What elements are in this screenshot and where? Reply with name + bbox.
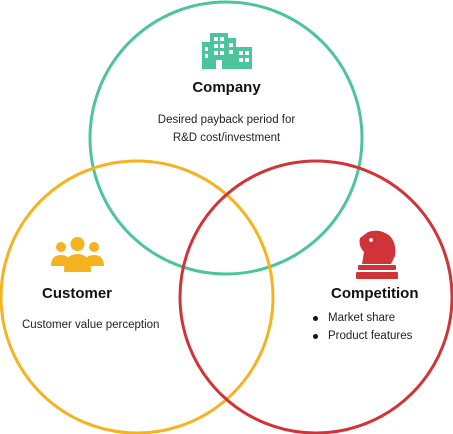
competition-circle <box>178 159 453 434</box>
company-circle <box>88 0 364 276</box>
customer-circle <box>0 159 275 434</box>
competition-list-item: Market share <box>313 309 412 327</box>
competition-title: Competition <box>331 285 419 302</box>
company-description-line: R&D cost/investment <box>172 132 281 144</box>
company-description-line: Desired payback period for <box>157 114 296 126</box>
chess-knight-icon <box>356 230 398 279</box>
company-description: Desired payback period for R&D cost/inve… <box>0 111 453 147</box>
competition-list-item: Product features <box>313 327 412 345</box>
building-icon <box>202 33 252 69</box>
competition-list: Market share Product features <box>313 309 412 345</box>
customer-description: Customer value perception <box>22 319 160 331</box>
customer-title: Customer <box>42 285 113 302</box>
company-title: Company <box>192 79 261 96</box>
people-icon <box>51 237 104 272</box>
